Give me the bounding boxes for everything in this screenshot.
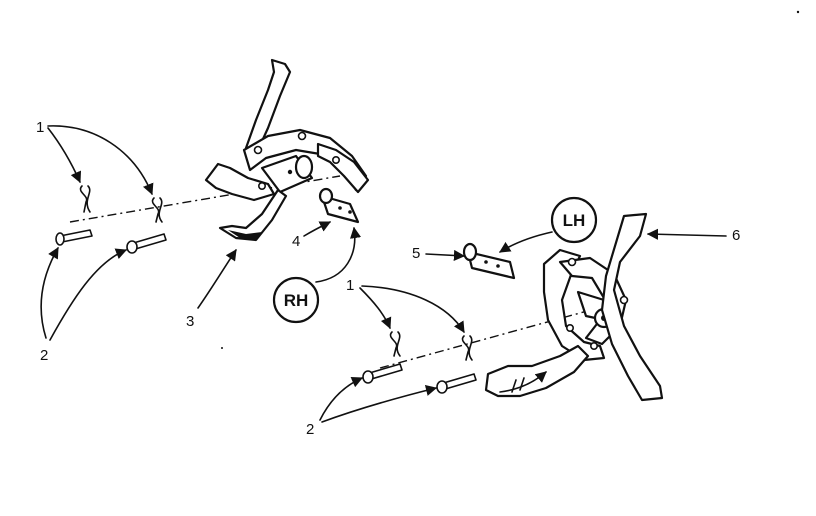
lh-spacer-hole bbox=[484, 260, 488, 264]
rh-badge: RH bbox=[272, 276, 320, 324]
lh-spacer-tube-end bbox=[462, 242, 478, 262]
callout-2-left: 2 bbox=[40, 347, 48, 364]
lh-right-tall-tine-part-6 bbox=[600, 212, 664, 402]
rh-spacer-hole bbox=[348, 210, 352, 214]
rh-clevis-pin bbox=[55, 229, 93, 246]
lh-bottom-curved-tine bbox=[484, 344, 590, 398]
lh-flange-hole bbox=[619, 295, 629, 305]
rh-badge-label: RH bbox=[284, 291, 309, 310]
callout-2-right: 2 bbox=[306, 421, 314, 438]
callout-4: 4 bbox=[292, 233, 300, 250]
rh-lower-tine-shade bbox=[228, 230, 262, 240]
callout-6: 6 bbox=[732, 227, 740, 244]
lh-tine-assembly bbox=[362, 212, 664, 402]
callout-3: 3 bbox=[186, 313, 194, 330]
lh-flange-hole bbox=[565, 323, 574, 332]
rh-spacer-tube-end bbox=[318, 187, 334, 205]
rh-callout-leaders bbox=[40, 125, 362, 341]
rh-hairpin-clip bbox=[151, 197, 163, 223]
rh-spacer-hole bbox=[338, 206, 342, 210]
callout-1-left: 1 bbox=[36, 119, 44, 136]
lh-badge: LH bbox=[550, 196, 598, 244]
lh-callout-leaders bbox=[319, 228, 727, 423]
rh-clevis-pin bbox=[126, 233, 167, 254]
assembly-axis-right bbox=[379, 301, 621, 369]
rh-flange-hole bbox=[331, 156, 340, 165]
rh-lower-tine bbox=[218, 188, 288, 242]
lh-flange-hole bbox=[567, 257, 577, 267]
lh-hairpin-clip bbox=[389, 331, 401, 357]
lh-spacer-tube-part-5 bbox=[466, 250, 516, 280]
lh-spacer-hole bbox=[496, 264, 500, 268]
lh-flange-hole bbox=[589, 341, 598, 350]
lh-badge-label: LH bbox=[563, 211, 586, 230]
rh-flange-hole bbox=[257, 182, 266, 191]
rh-hub-end bbox=[294, 154, 314, 180]
scan-speck bbox=[221, 347, 223, 349]
scan-speck bbox=[796, 10, 800, 14]
lh-clevis-pin bbox=[436, 373, 477, 394]
rh-flange-hole bbox=[253, 145, 263, 155]
callout-5: 5 bbox=[412, 245, 420, 262]
rh-hub-hole bbox=[287, 169, 293, 175]
callout-1-right: 1 bbox=[346, 277, 354, 294]
rh-tine-assembly bbox=[55, 58, 370, 254]
rh-left-tine bbox=[204, 162, 276, 202]
rh-flange-hole bbox=[297, 131, 307, 141]
lh-hairpin-clip bbox=[461, 335, 473, 361]
rh-right-curved-tine bbox=[316, 142, 370, 194]
rh-hairpin-clip bbox=[79, 185, 91, 213]
